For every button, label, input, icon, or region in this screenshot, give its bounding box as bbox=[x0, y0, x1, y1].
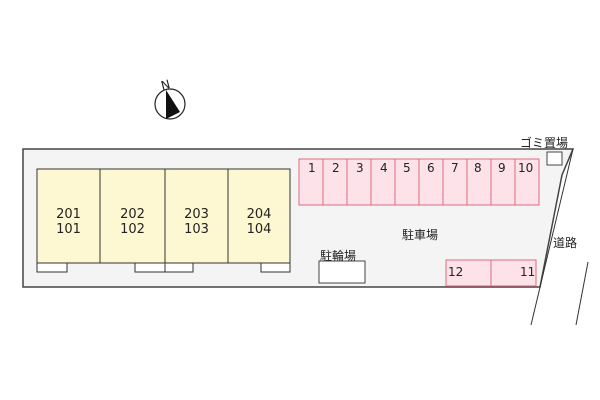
road-label: 道路 bbox=[553, 236, 578, 250]
parking-stall-number: 7 bbox=[451, 161, 459, 175]
parking-top-row bbox=[298, 158, 540, 206]
road-edge-right bbox=[575, 261, 589, 326]
parking-stall-number: 6 bbox=[427, 161, 435, 175]
unit-label: 203 103 bbox=[184, 207, 209, 237]
parking-stall-number: 8 bbox=[474, 161, 482, 175]
parking-stall-number: 11 bbox=[520, 265, 536, 279]
parking-label: 駐車場 bbox=[402, 228, 439, 242]
parking-stall-number: 4 bbox=[380, 161, 388, 175]
parking-bottom-row bbox=[445, 259, 537, 287]
unit-label: 201 101 bbox=[56, 207, 81, 237]
unit-label: 202 102 bbox=[120, 207, 145, 237]
north-arrow-icon bbox=[154, 88, 186, 120]
bicycle-parking-box bbox=[318, 260, 366, 284]
parking-stall-number: 9 bbox=[498, 161, 506, 175]
parking-stall-number: 12 bbox=[448, 265, 464, 279]
bicycle-parking-label: 駐輪場 bbox=[320, 249, 357, 263]
building bbox=[36, 168, 291, 273]
road-edge-left bbox=[530, 148, 574, 326]
parking-stall-number: 1 bbox=[308, 161, 316, 175]
parking-stall-number: 2 bbox=[332, 161, 340, 175]
unit-label: 204 104 bbox=[246, 207, 272, 237]
garbage-box bbox=[546, 151, 563, 166]
parking-stall-number: 3 bbox=[356, 161, 364, 175]
garbage-label: ゴミ置場 bbox=[520, 136, 569, 150]
parking-stall-number: 5 bbox=[403, 161, 411, 175]
parking-stall-number: 10 bbox=[518, 161, 534, 175]
